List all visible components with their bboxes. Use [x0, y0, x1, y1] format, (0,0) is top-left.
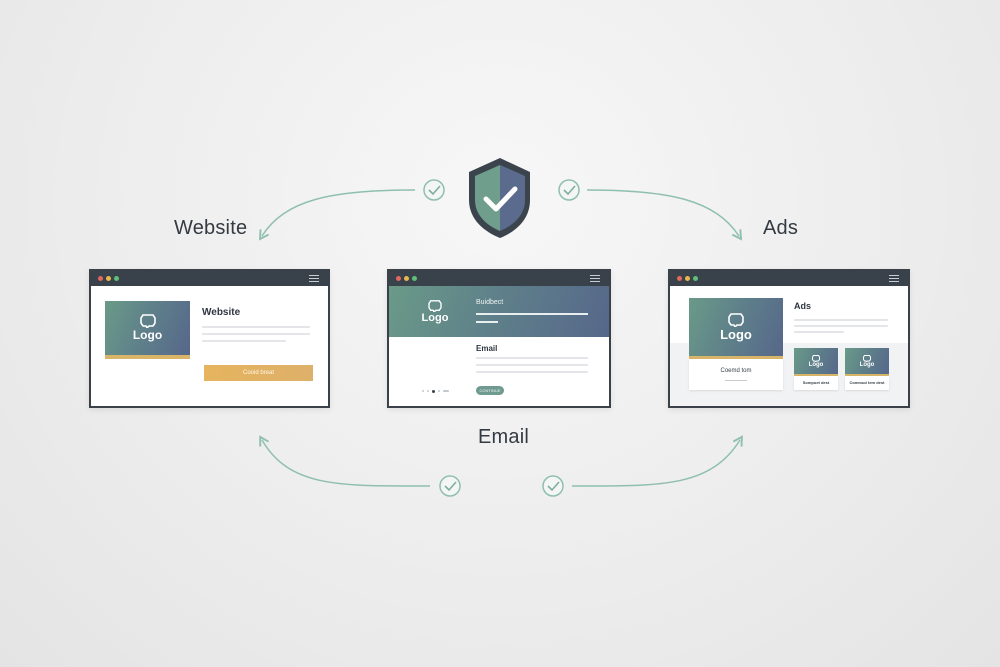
- text-line: [202, 326, 310, 328]
- text-line: [202, 340, 286, 342]
- maximize-dot: [114, 276, 119, 281]
- ad-card-2-logo: Logo: [845, 348, 889, 374]
- ads-main-card: Coemd tom: [689, 359, 783, 390]
- logo-text: Logo: [421, 312, 449, 324]
- chat-bubble-icon: [863, 354, 871, 362]
- window-titlebar: [670, 271, 908, 286]
- website-window-title: Website: [202, 307, 241, 318]
- subject-line: [476, 313, 588, 315]
- arrow-top-left: [259, 189, 416, 241]
- window-titlebar: [91, 271, 328, 286]
- website-window: Logo Website Cooid breat: [89, 269, 330, 408]
- chat-bubble-icon: [728, 312, 744, 327]
- logo-text: Logo: [132, 328, 163, 342]
- email-window-title: Email: [476, 344, 498, 353]
- check-circle-icon: [542, 475, 564, 497]
- ads-main-logo: Logo: [689, 298, 783, 356]
- check-circle-icon: [558, 179, 580, 201]
- ad-card-1[interactable]: Sompoet dest: [794, 376, 838, 390]
- hero-stripe: [105, 355, 190, 359]
- window-titlebar: [389, 271, 609, 286]
- ads-window-title: Ads: [794, 301, 812, 311]
- minimize-dot: [106, 276, 111, 281]
- ads-main-caption: Coemd tom: [720, 368, 752, 374]
- logo-text: Logo: [808, 361, 824, 368]
- close-dot: [396, 276, 401, 281]
- email-header-banner: [389, 286, 609, 337]
- close-dot: [98, 276, 103, 281]
- maximize-dot: [412, 276, 417, 281]
- website-cta-button[interactable]: Cooid breat: [204, 365, 313, 381]
- close-dot: [677, 276, 682, 281]
- chat-bubble-icon: [428, 300, 442, 312]
- shield-check-icon: [469, 158, 530, 238]
- pagination-dots[interactable]: [422, 390, 450, 393]
- minimize-dot: [685, 276, 690, 281]
- ads-window: Logo Coemd tom Ads Logo Sompoet dest Log…: [668, 269, 910, 408]
- check-circle-icon: [439, 475, 461, 497]
- hamburger-icon: [309, 275, 319, 282]
- arrow-bottom-left: [259, 435, 431, 487]
- text-line: [476, 357, 588, 359]
- logo-text: Logo: [720, 326, 752, 342]
- email-label: Email: [478, 426, 530, 448]
- subject-line-short: [476, 321, 498, 323]
- email-window: Logo Buidbect Email CONTINUE: [387, 269, 611, 408]
- arrow-top-right: [586, 189, 743, 241]
- ad-card-1-caption: Sompoet dest: [802, 380, 830, 385]
- caption-dots: [725, 380, 747, 381]
- text-line: [202, 333, 310, 335]
- email-logo: Logo: [415, 295, 455, 329]
- website-label: Website: [174, 217, 248, 239]
- arrow-bottom-right: [571, 435, 743, 487]
- ad-card-2[interactable]: Commud tem dest: [845, 376, 889, 390]
- text-line: [794, 325, 888, 327]
- text-line: [794, 331, 844, 333]
- ad-card-2-caption: Commud tem dest: [849, 380, 885, 385]
- text-line: [476, 364, 588, 366]
- hamburger-icon: [889, 275, 899, 282]
- chat-bubble-icon: [812, 354, 820, 362]
- ads-stripe: [689, 356, 783, 359]
- ad-card-2-stripe: [845, 374, 889, 376]
- email-cta-button[interactable]: CONTINUE: [476, 386, 504, 395]
- ad-card-1-logo: Logo: [794, 348, 838, 374]
- minimize-dot: [404, 276, 409, 281]
- ads-label: Ads: [763, 217, 799, 239]
- check-circle-icon: [423, 179, 445, 201]
- website-hero-logo: Logo: [105, 301, 190, 355]
- logo-text: Logo: [859, 361, 875, 368]
- ad-card-1-stripe: [794, 374, 838, 376]
- maximize-dot: [693, 276, 698, 281]
- chat-bubble-icon: [139, 314, 156, 328]
- text-line: [794, 319, 888, 321]
- hamburger-icon: [590, 275, 600, 282]
- email-subject: Buidbect: [476, 299, 504, 306]
- text-line: [476, 371, 588, 373]
